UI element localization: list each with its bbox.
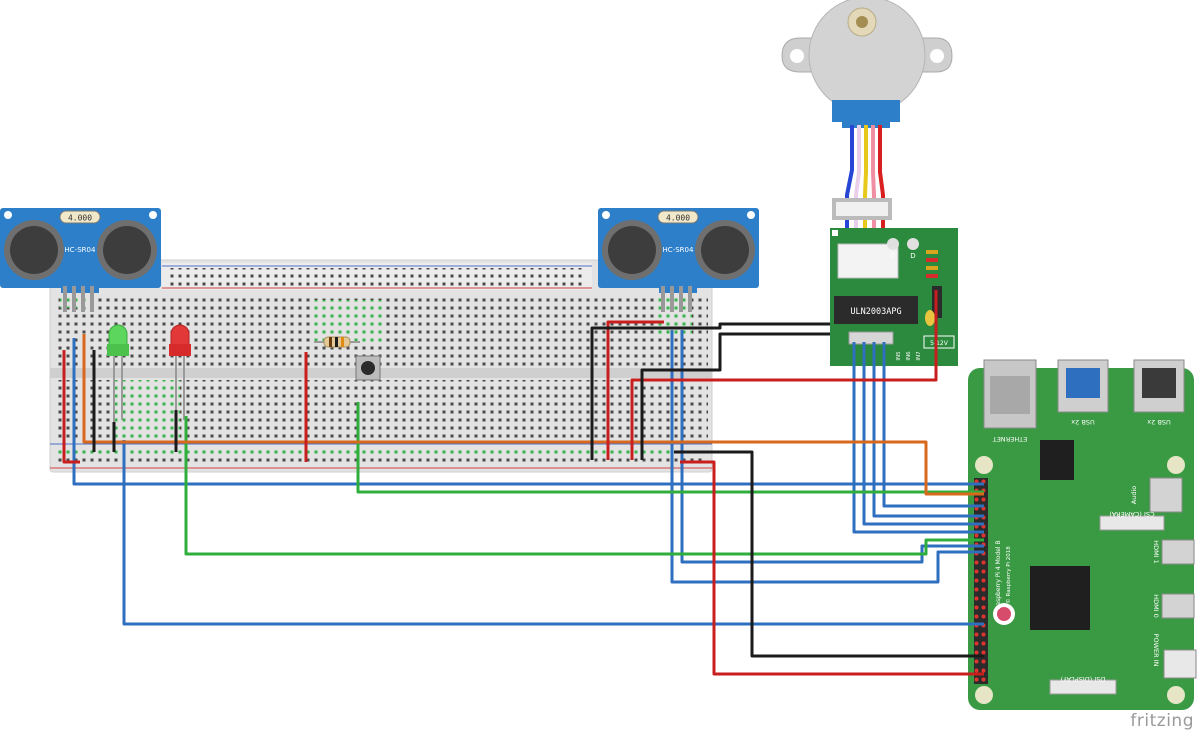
driver-led-label-d: D [910, 252, 915, 260]
wire-green [356, 402, 984, 494]
driver-pin-label-in7: IN7 [916, 351, 922, 361]
wire-blue [862, 342, 984, 526]
resistor [314, 336, 360, 348]
wires [62, 290, 984, 676]
ultrasonic-sensor-left [0, 208, 161, 312]
sensor-right-model-label: HC-SR04 [663, 246, 694, 254]
sensor-left-model-label: HC-SR04 [65, 246, 96, 254]
push-button [355, 355, 381, 381]
wire-red [630, 290, 938, 460]
driver-pin-label-in6: IN6 [906, 351, 912, 361]
pi-usb-right-label: USB 2x [1147, 418, 1171, 426]
wire-blue [852, 342, 984, 534]
pi-display-label: DSI (DISPLAY) [1061, 675, 1106, 683]
wire-blue [122, 440, 984, 626]
wire-black [640, 332, 830, 460]
pi-power-label: POWER IN [1152, 634, 1160, 667]
driver-led-label-c: C [891, 252, 896, 260]
fritzing-logo: fritzing [1130, 711, 1194, 731]
wire-blue [882, 342, 984, 508]
wire-black [674, 450, 984, 658]
sensor-left-crystal-label: 4.000 [68, 214, 92, 223]
pi-hdmi1-label: HDMI 1 [1152, 540, 1160, 564]
sensor-right-crystal-label: 4.000 [666, 214, 690, 223]
driver-pin-label-in5: IN5 [896, 351, 902, 361]
driver-chip-label: ULN2003APG [850, 307, 901, 317]
stepper-motor [781, 0, 953, 128]
pi-camera-label: CSI (CAMERA) [1109, 510, 1154, 518]
wire-red [606, 320, 664, 460]
pi-model-label: Raspberry Pi 4 Model B [995, 540, 1002, 609]
led-red [169, 324, 191, 430]
wire-blue [670, 330, 984, 584]
pi-audio-label: Audio [1130, 486, 1138, 504]
ultrasonic-sensor-right [598, 208, 759, 312]
breadboard [49, 259, 713, 473]
pi-hdmi0-label: HDMI 0 [1152, 594, 1160, 618]
pi-copyright-label: © Raspberry Pi 2018 [1005, 546, 1012, 604]
led-green [107, 324, 129, 430]
wire-blue [680, 330, 984, 564]
raspberry-pi-board [968, 359, 1197, 710]
pi-ethernet-label: ETHERNET [993, 435, 1028, 443]
driver-voltage-label: 5-12V [930, 340, 949, 347]
wire-green [184, 416, 984, 556]
wire-red [62, 350, 80, 464]
pi-usb-left-label: USB 2x [1071, 418, 1095, 426]
wire-blue [872, 342, 984, 518]
wire-orange [82, 334, 984, 496]
wire-red [680, 460, 984, 676]
wire-black [590, 322, 830, 460]
